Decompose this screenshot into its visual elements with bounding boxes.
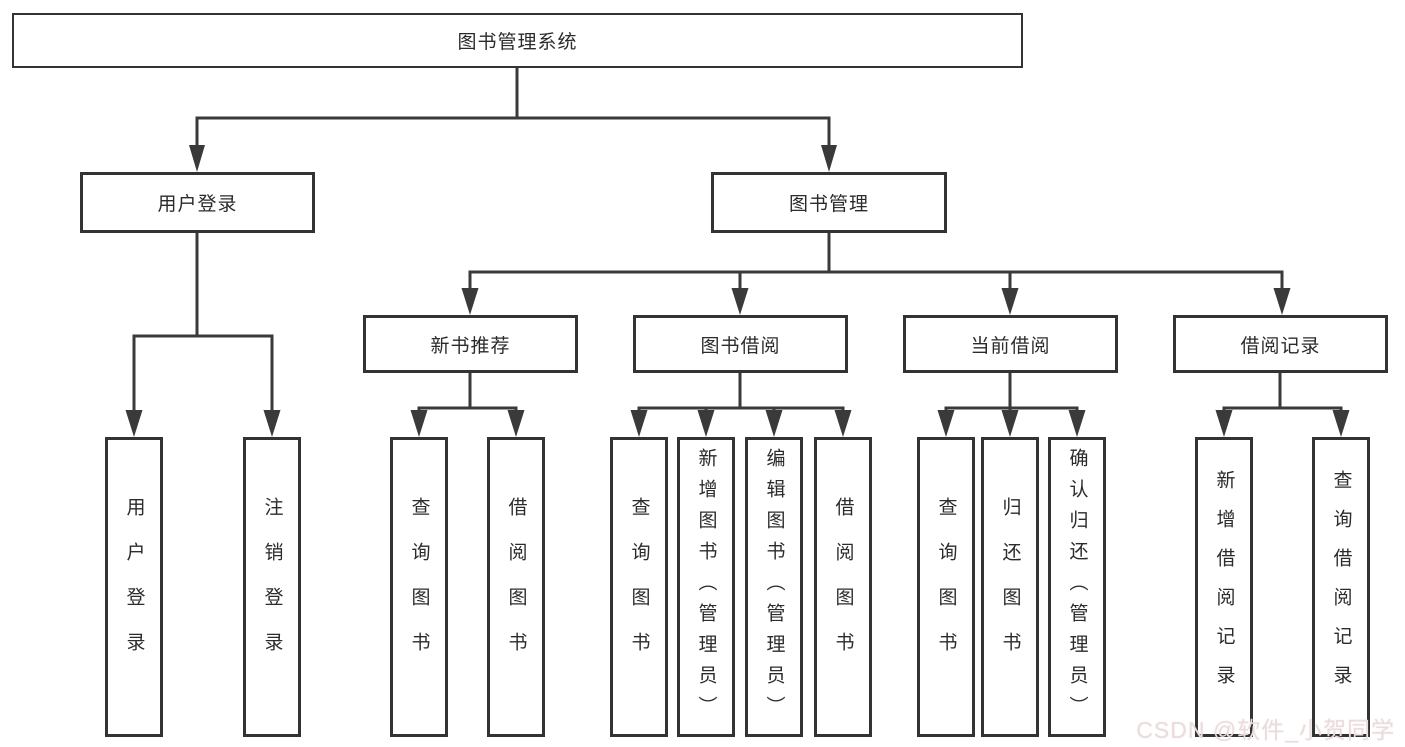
- node-book-borrow: 图书借阅: [633, 315, 848, 373]
- connector-bookmgmt-branch: [468, 270, 1284, 291]
- node-book-borrow-label: 图书借阅: [700, 335, 781, 357]
- leaf-label: 注销登录: [261, 497, 283, 677]
- connector-currentborrow: [944, 373, 1079, 412]
- leaf-label: 借阅图书: [832, 497, 854, 677]
- arrowheads: [125, 145, 1350, 437]
- node-leaf-current-return: 归还图书: [981, 437, 1039, 737]
- leaf-label: 用户登录: [123, 497, 145, 677]
- node-root-label: 图书管理系统: [457, 32, 578, 53]
- leaf-label: 查询图书: [628, 497, 650, 677]
- node-leaf-borrow-borrow: 借阅图书: [814, 437, 872, 737]
- leaf-label: 新增借阅记录: [1213, 470, 1235, 704]
- connector-borrowrecords: [1222, 373, 1343, 412]
- node-root: 图书管理系统: [12, 13, 1023, 68]
- node-leaf-newbooks-query: 查询图书: [390, 437, 448, 737]
- connector-newbooks: [417, 373, 518, 412]
- leaf-label: 新增图书（管理员）: [695, 447, 717, 727]
- node-leaf-logout: 注销登录: [243, 437, 301, 737]
- node-leaf-records-query: 查询借阅记录: [1312, 437, 1370, 737]
- node-leaf-current-confirm-admin: 确认归还（管理员）: [1048, 437, 1106, 737]
- node-leaf-newbooks-borrow: 借阅图书: [487, 437, 545, 737]
- node-leaf-user-login: 用户登录: [105, 437, 163, 737]
- node-new-books-label: 新书推荐: [430, 335, 511, 357]
- leaf-label: 确认归还（管理员）: [1066, 447, 1088, 727]
- connector-userlogin-branch: [132, 334, 274, 413]
- connector-bookmgmt-mid-stems: [738, 272, 1012, 291]
- connector-root-branch: [195, 116, 831, 146]
- leaf-label: 归还图书: [999, 497, 1021, 677]
- leaf-label: 查询借阅记录: [1330, 470, 1352, 704]
- node-leaf-records-add: 新增借阅记录: [1195, 437, 1253, 737]
- node-new-books: 新书推荐: [363, 315, 578, 373]
- node-book-mgmt: 图书管理: [711, 172, 947, 233]
- node-leaf-borrow-add-admin: 新增图书（管理员）: [677, 437, 735, 737]
- connector-bookborrow: [637, 373, 845, 412]
- node-user-login-label: 用户登录: [157, 194, 238, 215]
- node-user-login: 用户登录: [80, 172, 315, 233]
- node-leaf-borrow-query: 查询图书: [610, 437, 668, 737]
- leaf-label: 查询图书: [935, 497, 957, 677]
- leaf-label: 编辑图书（管理员）: [763, 447, 785, 727]
- node-current-borrow-label: 当前借阅: [970, 335, 1051, 357]
- node-leaf-current-query: 查询图书: [917, 437, 975, 737]
- node-borrow-records-label: 借阅记录: [1240, 335, 1321, 357]
- node-borrow-records: 借阅记录: [1173, 315, 1388, 373]
- node-book-mgmt-label: 图书管理: [788, 194, 869, 215]
- node-current-borrow: 当前借阅: [903, 315, 1118, 373]
- leaf-label: 查询图书: [408, 497, 430, 677]
- node-leaf-borrow-edit-admin: 编辑图书（管理员）: [745, 437, 803, 737]
- leaf-label: 借阅图书: [505, 497, 527, 677]
